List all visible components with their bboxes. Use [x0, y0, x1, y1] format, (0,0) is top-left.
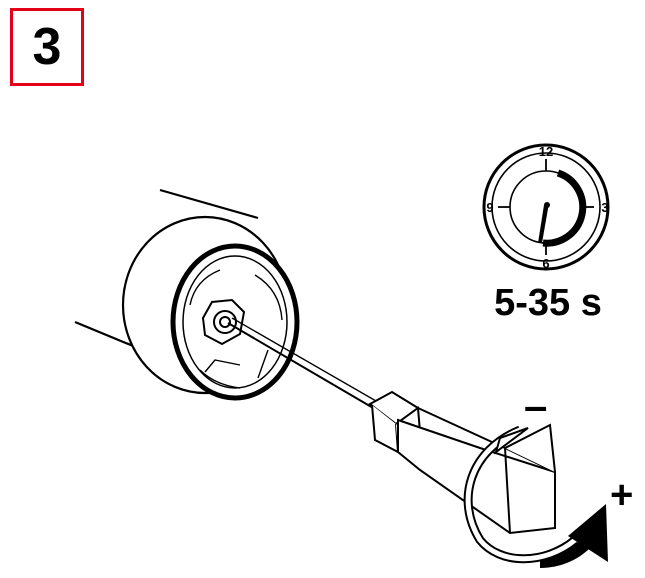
dial-label-12: 12 [539, 144, 553, 159]
increase-sign: + [610, 473, 633, 517]
rotation-arrow-icon [463, 425, 608, 568]
decrease-sign: – [524, 382, 547, 429]
time-range-label: 5-35 s [494, 282, 602, 324]
step-number-box: 3 [10, 8, 84, 86]
dial-label-3: 3 [601, 200, 608, 215]
sensor-housing [74, 188, 300, 401]
dial-label-6: 6 [542, 256, 549, 271]
potentiometer-icon[interactable] [201, 298, 246, 346]
dial-label-9: 9 [486, 200, 493, 215]
timer-dial-icon: 12 3 6 9 [482, 143, 610, 271]
step-number: 3 [32, 18, 62, 76]
